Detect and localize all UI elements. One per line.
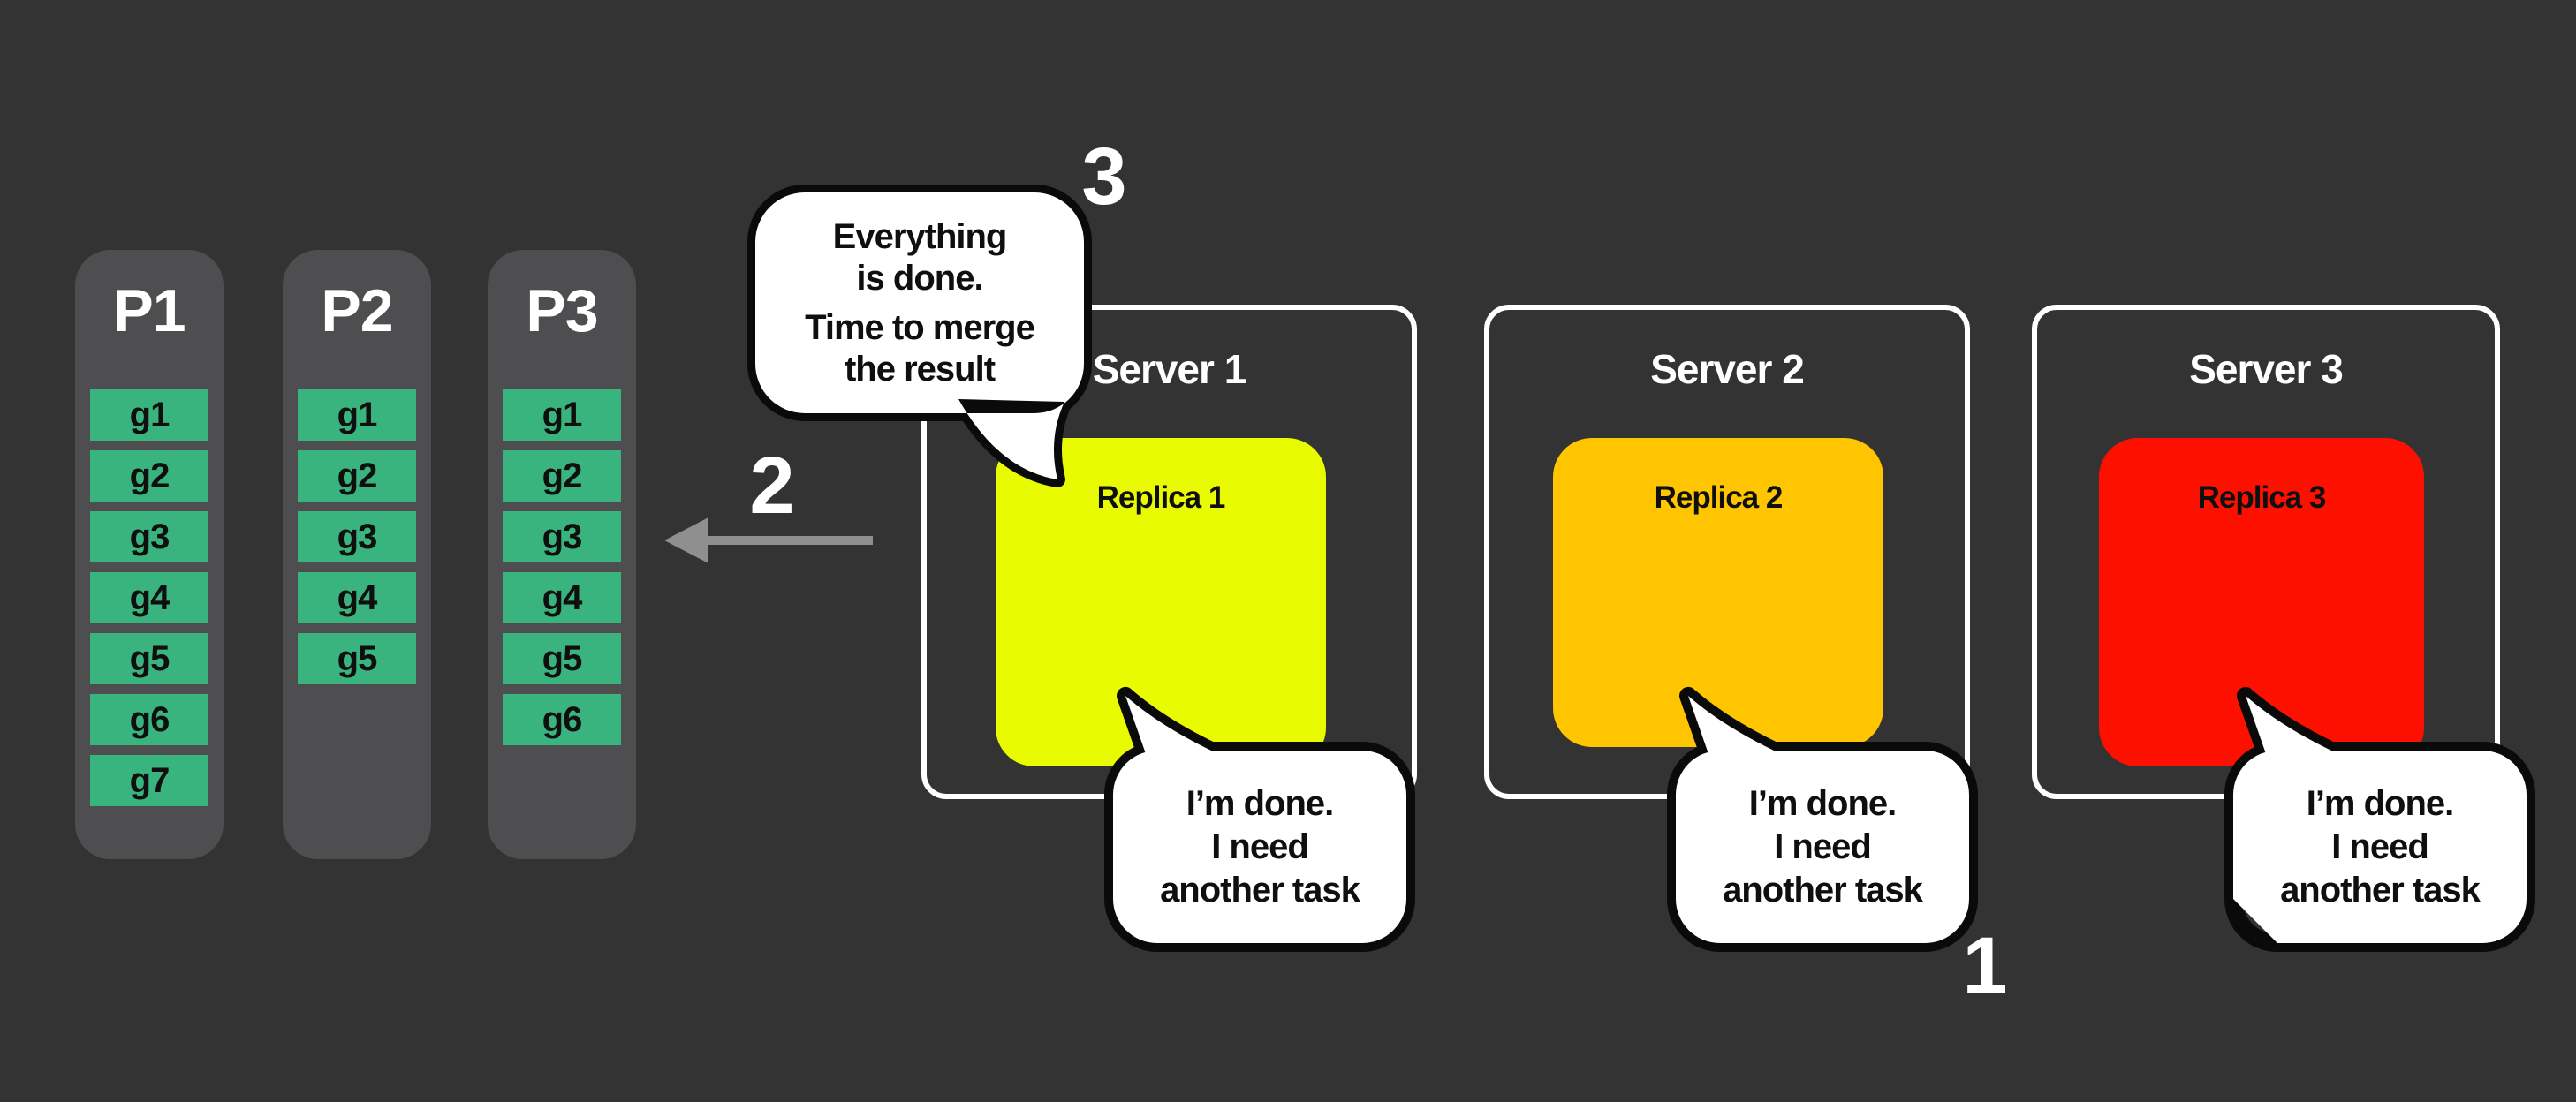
group-chip: g2 (298, 450, 416, 502)
server-1-label: Server 1 (1092, 346, 1247, 392)
partition-p3: P3 g1 g2 g3 g4 g5 g6 (488, 250, 636, 859)
group-chip: g2 (503, 450, 621, 502)
group-chip: g4 (90, 572, 208, 623)
done-bubble-1-text: I’m done. I need another task (1113, 751, 1406, 943)
group-chip: g3 (298, 511, 416, 562)
done-bubble-line: I’m done. (1186, 783, 1335, 823)
group-chip: g1 (298, 389, 416, 441)
group-chip: g4 (503, 572, 621, 623)
server-2-label: Server 2 (1650, 346, 1805, 392)
group-chip: g5 (90, 633, 208, 684)
partition-p1-groups: g1 g2 g3 g4 g5 g6 g7 (90, 389, 208, 806)
group-chip: g3 (90, 511, 208, 562)
replica-3-box: Replica 3 (2099, 438, 2424, 766)
partition-p3-title: P3 (526, 277, 598, 344)
done-bubble-2-text: I’m done. I need another task (1676, 751, 1969, 943)
partition-p1-title: P1 (113, 277, 186, 344)
group-chip: g2 (90, 450, 208, 502)
replica-3-label: Replica 3 (2197, 480, 2327, 515)
done-bubble-line: I’m done. (2306, 783, 2455, 823)
step-2-number: 2 (749, 441, 794, 531)
group-chip: g1 (90, 389, 208, 441)
done-bubble-line: another task (1160, 870, 1360, 910)
server-3-label: Server 3 (2189, 346, 2344, 392)
step-3-number: 3 (1081, 132, 1126, 222)
done-bubble-line: another task (1723, 870, 1923, 910)
group-chip: g6 (90, 694, 208, 745)
merge-bubble-line: Everything (832, 216, 1008, 256)
server-2-box: Server 2 Replica 2 (1484, 305, 1970, 799)
done-bubble-line: I’m done. (1748, 783, 1898, 823)
replica-2-label: Replica 2 (1654, 480, 1784, 515)
done-bubble-3-text: I’m done. I need another task (2233, 751, 2527, 943)
group-chip: g4 (298, 572, 416, 623)
done-bubble-line: I need (2331, 826, 2429, 866)
step-1-number: 1 (1962, 921, 2007, 1011)
merge-bubble-line: Time to merge (805, 307, 1035, 347)
partition-p3-groups: g1 g2 g3 g4 g5 g6 (503, 389, 621, 745)
done-bubble-line: another task (2280, 870, 2481, 910)
group-chip: g1 (503, 389, 621, 441)
merge-bubble-text: Everything is done. Time to merge the re… (755, 192, 1084, 413)
done-bubble-line: I need (1211, 826, 1309, 866)
partition-p1: P1 g1 g2 g3 g4 g5 g6 g7 (75, 250, 224, 859)
merge-bubble-line: the result (844, 349, 996, 389)
replica-1-box: Replica 1 (996, 438, 1326, 766)
partition-p2-title: P2 (321, 277, 393, 344)
group-chip: g3 (503, 511, 621, 562)
group-chip: g7 (90, 755, 208, 806)
group-chip: g6 (503, 694, 621, 745)
replica-1-label: Replica 1 (1096, 480, 1226, 515)
partition-p2: P2 g1 g2 g3 g4 g5 (283, 250, 431, 859)
partition-p2-groups: g1 g2 g3 g4 g5 (298, 389, 416, 684)
merge-bubble-line: is done. (856, 258, 983, 298)
done-bubble-line: I need (1774, 826, 1872, 866)
group-chip: g5 (298, 633, 416, 684)
replica-2-box: Replica 2 (1553, 438, 1883, 747)
server-3-box: Server 3 Replica 3 (2032, 305, 2500, 799)
group-chip: g5 (503, 633, 621, 684)
